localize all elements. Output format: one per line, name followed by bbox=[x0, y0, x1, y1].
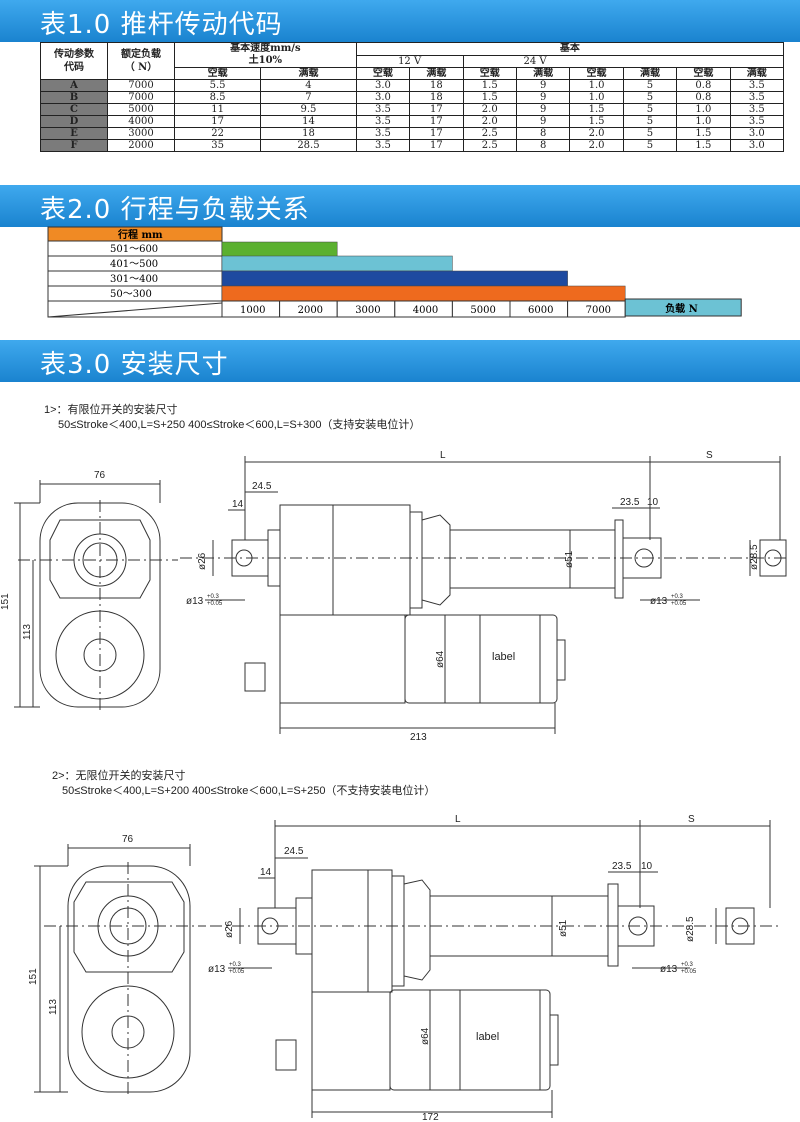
stroke-load-bar bbox=[221, 285, 626, 302]
d1-tol-a2: +0.05 bbox=[207, 601, 223, 607]
d1-tol-a1: +0.3 bbox=[207, 594, 220, 600]
d1-motor-label: label bbox=[492, 651, 515, 663]
d1-dim-13a: ø13 bbox=[186, 596, 204, 607]
d1-motor bbox=[404, 614, 558, 704]
d2-dim-64: ø64 bbox=[420, 1027, 431, 1045]
d1-dim-14: 14 bbox=[232, 499, 244, 510]
d2-side-body bbox=[67, 865, 191, 1093]
stroke-label: 50～300 bbox=[110, 289, 152, 300]
axis-label-cell bbox=[624, 298, 742, 317]
d2-dim-113: 113 bbox=[48, 999, 59, 1015]
d1-dim-245: 24.5 bbox=[252, 481, 272, 492]
d1-side-flange bbox=[49, 519, 151, 599]
banner-table2: 表2.0 行程与负载关系 bbox=[0, 185, 800, 227]
d2-motor bbox=[389, 989, 551, 1091]
d1-dim-13b: ø13 bbox=[650, 596, 668, 607]
d2-dim-10: 10 bbox=[641, 861, 653, 872]
row-value: 35 bbox=[173, 139, 262, 152]
d1-side-motor bbox=[55, 610, 145, 700]
d1-side-bore-outer bbox=[73, 533, 127, 587]
stroke-label: 401～500 bbox=[110, 259, 158, 270]
d1-dim-213: 213 bbox=[410, 732, 427, 743]
d2-dim-151: 151 bbox=[28, 968, 39, 985]
row-value: 5 bbox=[622, 139, 678, 152]
d1-dim-235: 23.5 bbox=[620, 497, 640, 508]
d1-dim-51: ø51 bbox=[564, 550, 575, 568]
d1-formula: 50≤Stroke＜400,L=S+250 400≤Stroke＜600,L=S… bbox=[58, 419, 421, 431]
transmission-code-table: 传动参数 代码 额定负载 （ N） 基本速度mm/s 土10% 基本 12 V … bbox=[40, 42, 785, 152]
d2-dim-14: 14 bbox=[260, 867, 272, 878]
row-code: F bbox=[40, 139, 108, 152]
row-code: E bbox=[40, 127, 108, 140]
d2-dim-172: 172 bbox=[422, 1112, 439, 1122]
axis-label: 负载 N bbox=[665, 302, 698, 315]
d2-dim-L: L bbox=[455, 814, 461, 825]
d2-dim-13a: ø13 bbox=[208, 964, 226, 975]
d1-tol-b2: +0.05 bbox=[671, 601, 687, 607]
d1-dim-10: 10 bbox=[647, 497, 659, 508]
banner-table2-title: 表2.0 行程与负载关系 bbox=[40, 195, 310, 225]
d2-dim-235: 23.5 bbox=[612, 861, 632, 872]
axis-tick-label: 6000 bbox=[528, 305, 553, 316]
d2-title: 2>：无限位开关的安装尺寸 bbox=[52, 770, 186, 782]
stroke-label: 301～400 bbox=[110, 274, 158, 285]
d2-tol-b1: +0.3 bbox=[681, 962, 694, 968]
axis-tick-label: 2000 bbox=[298, 305, 323, 316]
d2-dim-285: ø28.5 bbox=[685, 916, 696, 942]
header-load: 额定负载 （ N） bbox=[107, 42, 175, 80]
banner-table1: 表1.0 推杆传动代码 bbox=[0, 0, 800, 42]
stroke-load-chart: 行程 mm 501～600 401～500 301～400 50～300 1000 2000… bbox=[47, 226, 742, 318]
d2-dim-26: ø26 bbox=[224, 920, 235, 938]
axis-tick-label: 1000 bbox=[240, 305, 265, 316]
d2-dim-76: 76 bbox=[122, 834, 134, 845]
row-value: 3.5 bbox=[355, 139, 411, 152]
stroke-load-bar bbox=[221, 241, 338, 258]
d1-dim-113: 113 bbox=[22, 624, 33, 640]
d1-dim-L: L bbox=[440, 450, 446, 461]
banner-table1-title: 表1.0 推杆传动代码 bbox=[40, 10, 283, 40]
d1-title: 1>：有限位开关的安装尺寸 bbox=[44, 404, 178, 416]
d2-outer-tube bbox=[429, 895, 609, 957]
d2-dim-245: 24.5 bbox=[284, 846, 304, 857]
axis-tick-label: 7000 bbox=[586, 305, 611, 316]
stroke-load-bar bbox=[221, 270, 568, 287]
axis-tick-label: 3000 bbox=[355, 305, 380, 316]
d1-tol-b1: +0.3 bbox=[671, 594, 684, 600]
d1-dim-S: S bbox=[706, 450, 713, 461]
d1-dim-76: 76 bbox=[94, 470, 106, 481]
d2-tol-a2: +0.05 bbox=[229, 969, 245, 975]
row-value: 1.5 bbox=[676, 139, 731, 152]
d1-dim-285: ø28.5 bbox=[749, 544, 760, 570]
stroke-load-bar bbox=[221, 255, 453, 272]
stroke-label: 501～600 bbox=[110, 244, 158, 255]
d1-dim-26: ø26 bbox=[197, 552, 208, 570]
d1-side-body bbox=[39, 502, 161, 708]
stroke-header: 行程 mm bbox=[117, 228, 163, 241]
d1-dim-64: ø64 bbox=[435, 650, 446, 668]
banner-table3-title: 表3.0 安装尺寸 bbox=[40, 350, 229, 380]
d2-formula: 50≤Stroke＜400,L=S+200 400≤Stroke＜600,L=S… bbox=[62, 785, 436, 797]
d2-gearbox bbox=[311, 869, 393, 993]
row-code: B bbox=[40, 91, 108, 104]
d1-dim-151: 151 bbox=[0, 593, 11, 610]
axis-corner-diagonal bbox=[47, 302, 223, 318]
d2-dim-51: ø51 bbox=[558, 919, 569, 937]
d2-tol-a1: +0.3 bbox=[229, 962, 242, 968]
d1-outer-tube bbox=[449, 529, 616, 589]
banner-table3: 表3.0 安装尺寸 bbox=[0, 340, 800, 382]
d2-dim-S: S bbox=[688, 814, 695, 825]
row-value: 3.0 bbox=[729, 139, 785, 152]
axis-tick-label: 5000 bbox=[470, 305, 495, 316]
d2-dim-13b: ø13 bbox=[660, 964, 678, 975]
d2-tol-b2: +0.05 bbox=[681, 969, 697, 975]
row-value: 2.5 bbox=[462, 139, 517, 152]
row-value: 17 bbox=[409, 139, 464, 152]
d1-gearbox bbox=[279, 504, 411, 616]
d2-motor-label: label bbox=[476, 1031, 499, 1043]
axis-tick-label: 4000 bbox=[413, 305, 438, 316]
